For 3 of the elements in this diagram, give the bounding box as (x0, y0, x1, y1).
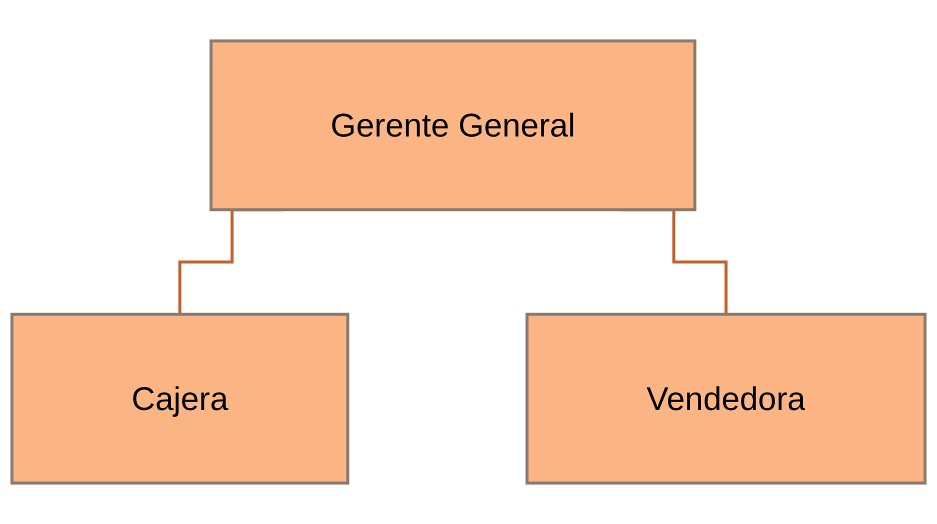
node-box: Cajera (10, 312, 350, 485)
node-box: Gerente General (210, 39, 696, 212)
node-box: Vendedora (526, 312, 927, 485)
